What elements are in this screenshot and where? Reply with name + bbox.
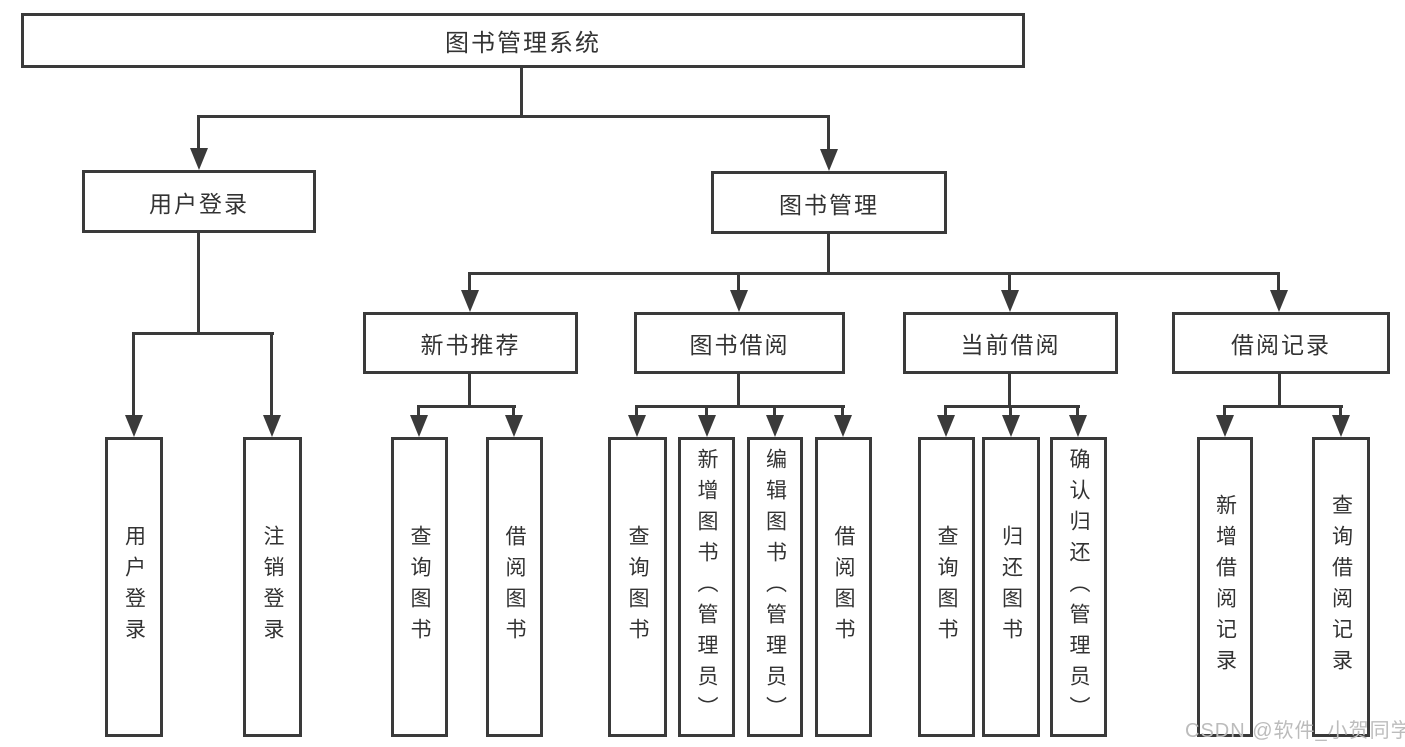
leaf-label: 新增图书（管理员） <box>695 447 718 727</box>
connector-arrow-shaft <box>132 332 135 417</box>
node-label: 图书管理 <box>779 191 879 218</box>
node-borrow-records: 借阅记录 <box>1172 312 1390 374</box>
connector-current-borrow-splitter <box>944 405 1080 408</box>
connector-level3-splitter <box>468 272 1280 275</box>
node-label: 图书管理系统 <box>445 30 601 57</box>
connector-arrow-shaft <box>1223 405 1226 417</box>
arrowhead-to-leaf-add-borrow-record <box>1216 415 1234 437</box>
leaf-query-books-current: 查询图书 <box>918 437 975 737</box>
connector-level2-splitter <box>197 115 830 118</box>
arrowhead-to-current-borrow <box>1001 290 1019 312</box>
connector-current-borrow-stem <box>1008 372 1011 408</box>
leaf-borrow-books: 借阅图书 <box>815 437 872 737</box>
leaf-query-borrow-record: 查询借阅记录 <box>1312 437 1370 737</box>
connector-arrow-shaft <box>512 405 515 417</box>
node-label: 当前借阅 <box>960 332 1061 358</box>
connector-new-book-splitter <box>417 405 516 408</box>
leaf-label: 查询图书 <box>408 525 431 649</box>
connector-arrow-shaft <box>270 332 273 417</box>
connector-new-book-stem <box>468 372 471 408</box>
arrowhead-to-leaf-user-login <box>125 415 143 437</box>
leaf-confirm-return-admin: 确认归还（管理员） <box>1050 437 1107 737</box>
leaf-label: 编辑图书（管理员） <box>763 447 787 727</box>
node-label: 用户登录 <box>149 190 249 217</box>
leaf-query-books-newbook: 查询图书 <box>391 437 448 737</box>
leaf-label: 借阅图书 <box>503 525 526 649</box>
arrowhead-to-leaf-query-books-borrow <box>628 415 646 437</box>
arrowhead-to-leaf-add-books <box>698 415 716 437</box>
arrowhead-to-leaf-logout <box>263 415 281 437</box>
node-library-management-system: 图书管理系统 <box>21 13 1025 68</box>
leaf-label: 注销登录 <box>261 525 284 649</box>
connector-book-management-stem <box>827 231 830 275</box>
connector-arrow-shaft <box>1339 405 1342 417</box>
connector-book-borrow-stem <box>737 372 740 408</box>
leaf-user-login: 用户登录 <box>105 437 163 737</box>
leaf-label: 新增借阅记录 <box>1213 494 1237 680</box>
connector-arrow-shaft <box>1008 272 1011 292</box>
connector-arrow-shaft <box>705 405 708 417</box>
arrowhead-to-borrow-records <box>1270 290 1288 312</box>
node-current-borrow: 当前借阅 <box>903 312 1118 374</box>
leaf-label: 归还图书 <box>999 525 1023 649</box>
connector-arrow-shaft <box>944 405 947 417</box>
arrowhead-to-leaf-edit-books <box>766 415 784 437</box>
arrowhead-to-new-book-recommend <box>461 290 479 312</box>
connector-arrow-shaft <box>635 405 638 417</box>
csdn-watermark: CSDN @软件_小贺同学 <box>1185 720 1405 742</box>
connector-arrow-shaft <box>1009 405 1012 417</box>
leaf-return-books: 归还图书 <box>982 437 1040 737</box>
leaf-add-books-admin: 新增图书（管理员） <box>678 437 735 737</box>
node-label: 新书推荐 <box>420 332 521 358</box>
leaf-label: 确认归还（管理员） <box>1067 447 1090 727</box>
arrowhead-to-leaf-borrow-books-newbook <box>505 415 523 437</box>
leaf-label: 查询借阅记录 <box>1329 494 1353 680</box>
arrowhead-to-leaf-query-books-newbook <box>410 415 428 437</box>
leaf-edit-books-admin: 编辑图书（管理员） <box>747 437 803 737</box>
connector-user-login-stem <box>197 231 200 335</box>
arrowhead-to-user-login <box>190 148 208 170</box>
leaf-label: 查询图书 <box>626 525 649 649</box>
connector-arrow-shaft <box>841 405 844 417</box>
connector-book-borrow-splitter <box>635 405 845 408</box>
connector-borrow-records-splitter <box>1223 405 1343 408</box>
connector-user-login-splitter <box>133 332 274 335</box>
node-user-login: 用户登录 <box>82 170 316 233</box>
connector-root-stem <box>520 66 523 118</box>
connector-borrow-records-stem <box>1278 372 1281 408</box>
arrowhead-to-leaf-return-books <box>1002 415 1020 437</box>
leaf-label: 查询图书 <box>935 525 958 649</box>
connector-arrow-shaft <box>1076 405 1079 417</box>
leaf-query-books-borrow: 查询图书 <box>608 437 667 737</box>
arrowhead-to-leaf-query-borrow-record <box>1332 415 1350 437</box>
arrowhead-to-leaf-borrow-books <box>834 415 852 437</box>
arrowhead-to-leaf-query-books-current <box>937 415 955 437</box>
leaf-logout-login: 注销登录 <box>243 437 302 737</box>
node-book-management: 图书管理 <box>711 171 947 234</box>
node-new-book-recommend: 新书推荐 <box>363 312 578 374</box>
arrowhead-to-book-borrow <box>730 290 748 312</box>
leaf-add-borrow-record: 新增借阅记录 <box>1197 437 1253 737</box>
connector-arrow-shaft <box>737 272 740 292</box>
connector-arrow-shaft <box>773 405 776 417</box>
connector-arrow-shaft <box>827 115 830 150</box>
connector-arrow-shaft <box>417 405 420 417</box>
leaf-borrow-books-newbook: 借阅图书 <box>486 437 543 737</box>
connector-arrow-shaft <box>1277 272 1280 292</box>
node-book-borrow: 图书借阅 <box>634 312 845 374</box>
leaf-label: 用户登录 <box>122 525 146 649</box>
connector-arrow-shaft <box>468 272 471 292</box>
arrowhead-to-leaf-confirm-return <box>1069 415 1087 437</box>
connector-arrow-shaft <box>197 115 200 150</box>
arrowhead-to-book-management <box>820 149 838 171</box>
leaf-label: 借阅图书 <box>832 525 855 649</box>
node-label: 借阅记录 <box>1231 332 1331 358</box>
node-label: 图书借阅 <box>689 332 790 358</box>
